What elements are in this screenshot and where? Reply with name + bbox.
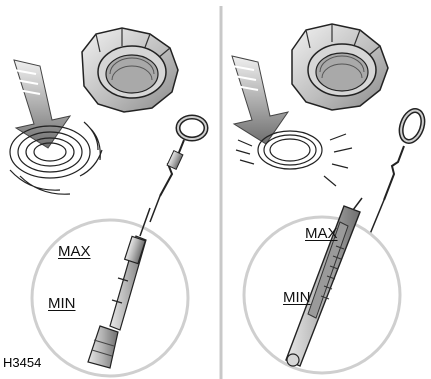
insert-arrow-icon: [14, 60, 70, 148]
dipstick-blade-icon: [286, 198, 362, 366]
right-panel: [232, 24, 427, 373]
min-label: MIN: [48, 296, 76, 311]
oil-filler-cap-icon: [292, 24, 388, 110]
max-label: MAX: [305, 226, 338, 241]
filler-neck-icon: [236, 131, 352, 186]
max-label: MAX: [58, 244, 91, 259]
left-panel: [10, 28, 206, 376]
figure-code: H3454: [3, 356, 41, 369]
dipstick-handle-icon: [150, 117, 206, 222]
insert-arrow-icon: [232, 56, 288, 144]
min-label: MIN: [283, 290, 311, 305]
dipstick-blade-icon: [88, 208, 150, 368]
dipstick-handle-icon: [370, 108, 427, 234]
oil-filler-cap-icon: [82, 28, 178, 112]
filler-neck-icon: [10, 122, 102, 194]
